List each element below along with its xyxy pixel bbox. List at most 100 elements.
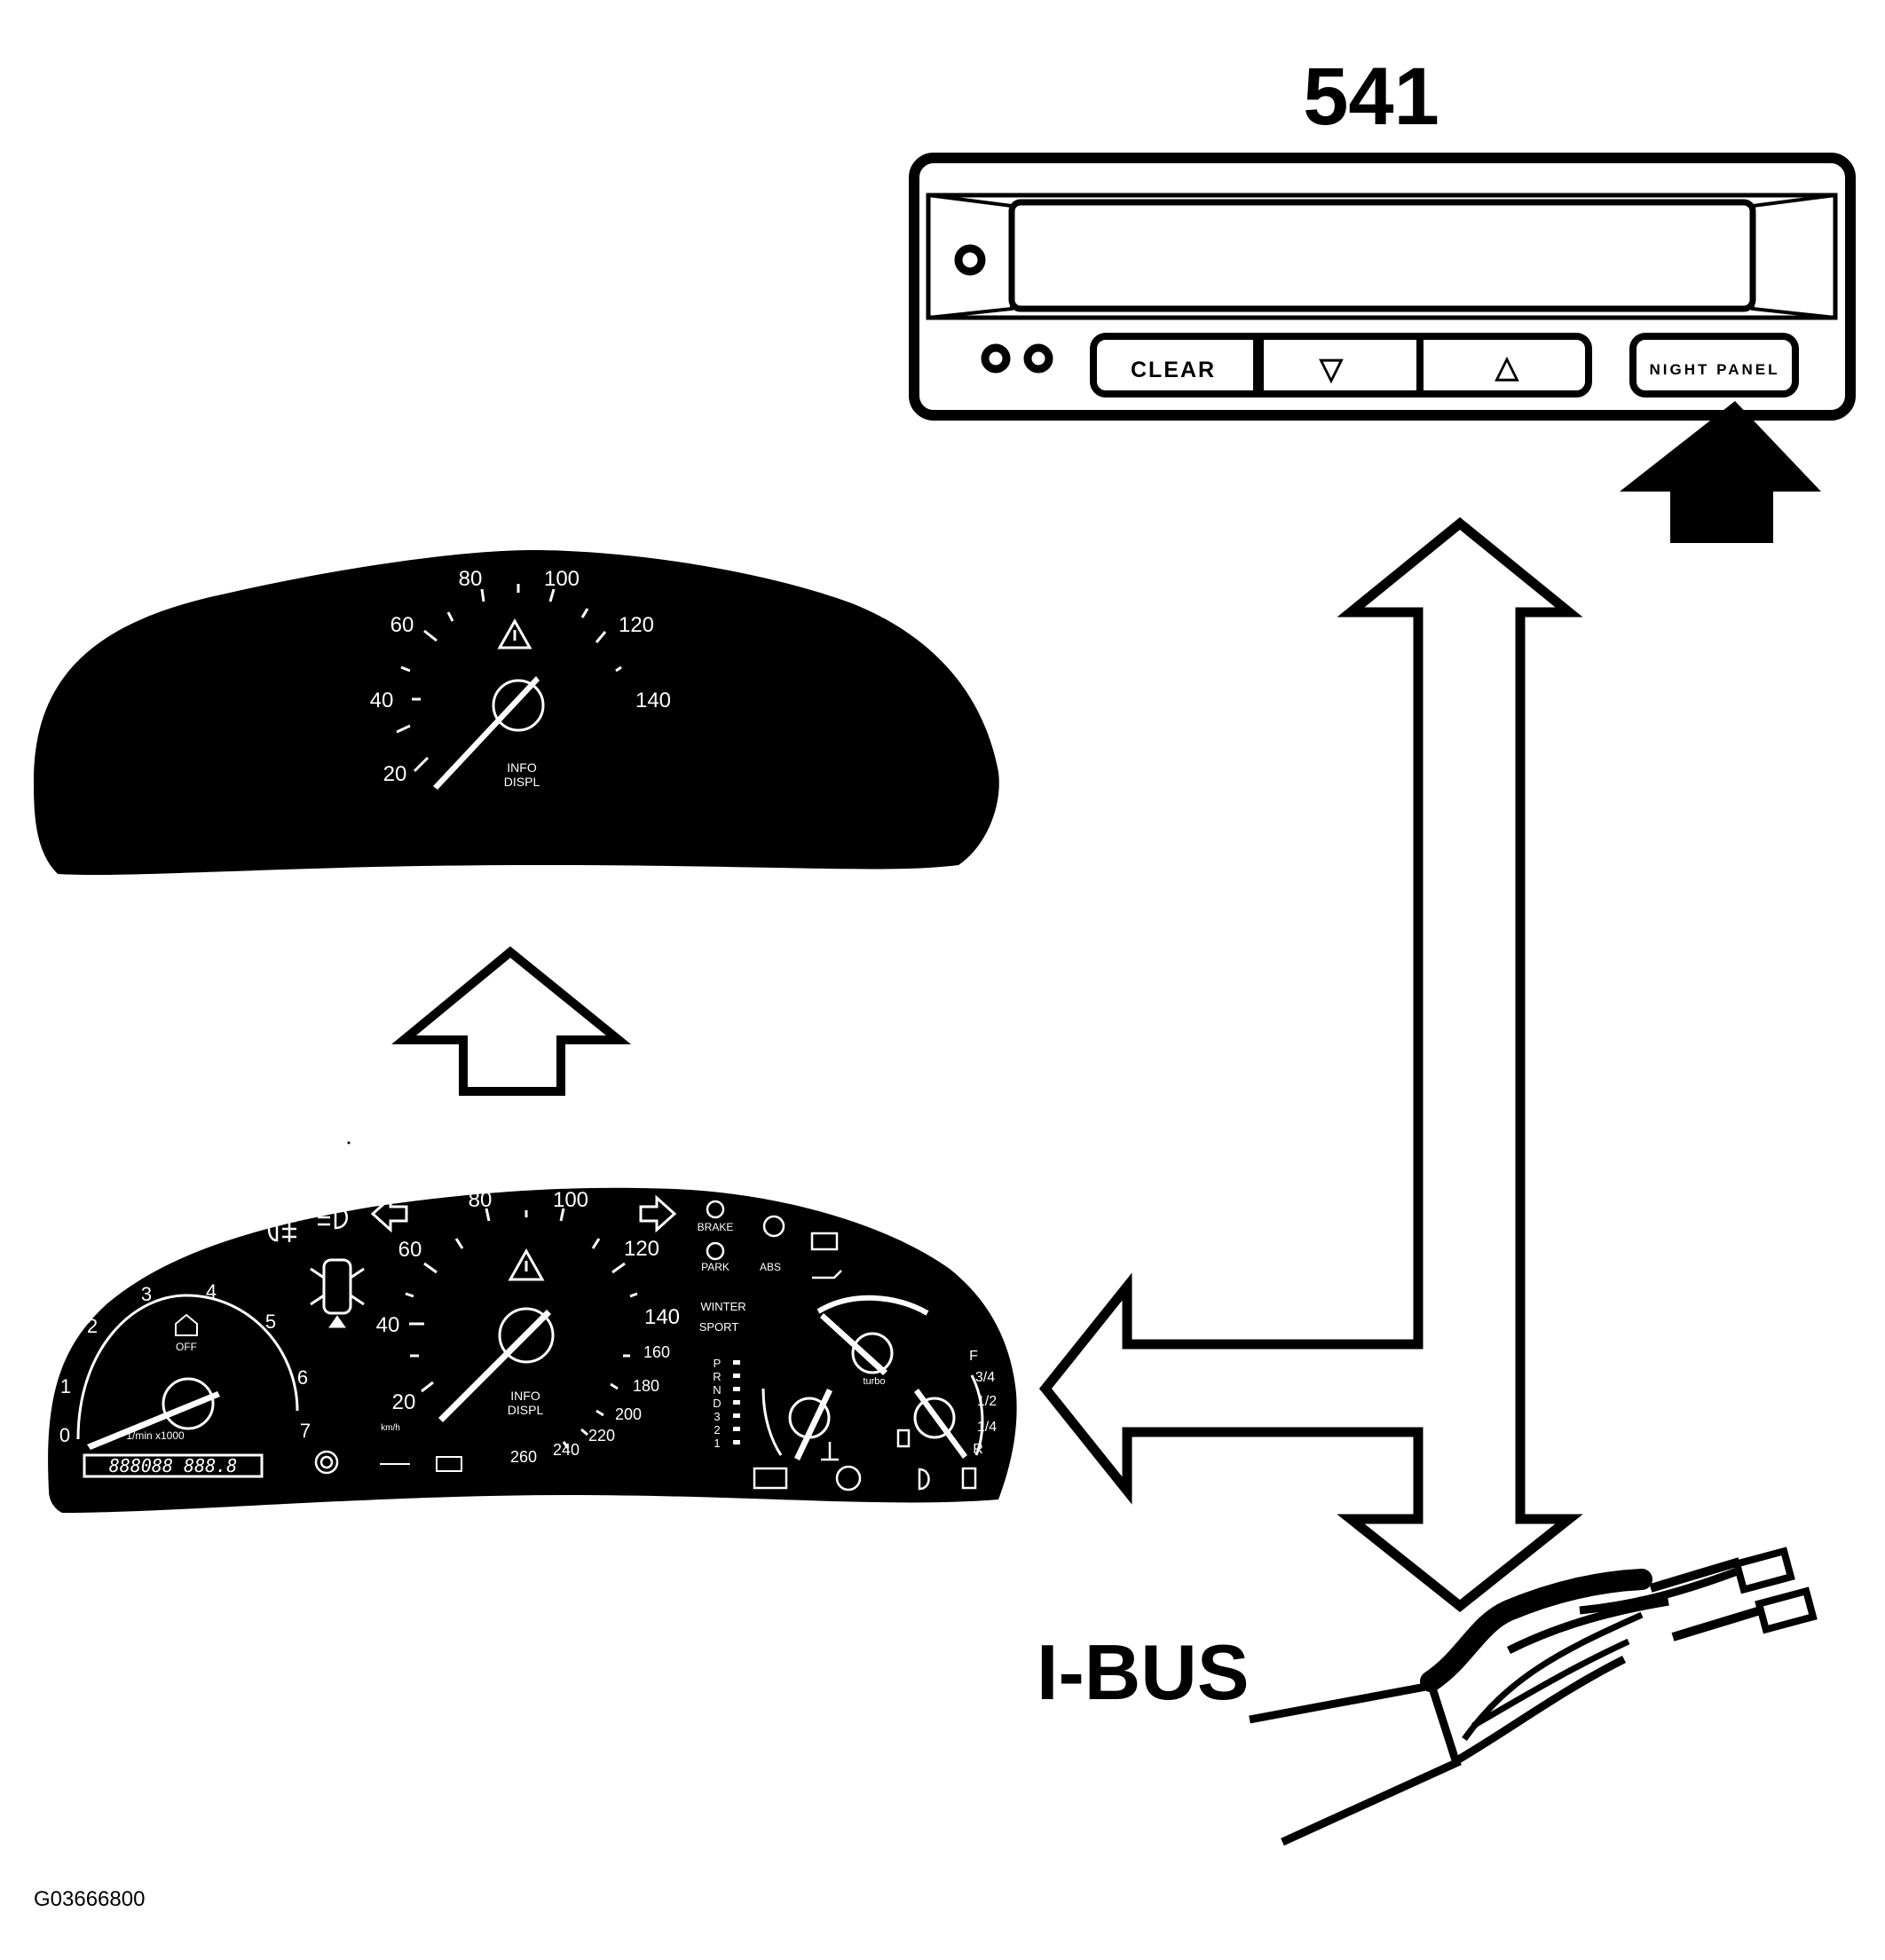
- speed-label-40: 40: [376, 1313, 400, 1337]
- night-speed-label-60: 60: [390, 613, 414, 637]
- night-needle-hub: [492, 679, 545, 732]
- sport-label: SPORT: [699, 1320, 739, 1334]
- odometer-box: [83, 1453, 264, 1478]
- night-panel-cluster: [34, 550, 999, 876]
- speed-label-20: 20: [392, 1390, 416, 1414]
- abs-icon: [762, 1215, 785, 1238]
- rpm-label-1: 1: [60, 1375, 71, 1397]
- winter-label: WINTER: [700, 1300, 745, 1313]
- brake-wear-icon: [835, 1465, 862, 1492]
- fuel-pump-icon: [961, 1467, 977, 1490]
- engine-off-icon: [175, 1313, 198, 1336]
- gear-n: N: [713, 1383, 721, 1397]
- engine-check-icon: [753, 1467, 788, 1490]
- gear-r: R: [713, 1370, 721, 1383]
- abs-label: ABS: [760, 1261, 781, 1273]
- rpm-label-0: 0: [59, 1424, 70, 1446]
- fog-light-icon: [267, 1216, 296, 1242]
- sid-led-right: [1023, 343, 1053, 374]
- speed-label-200: 200: [615, 1405, 642, 1423]
- bus-double-arrow-icon: [1038, 516, 1583, 1613]
- rpm-label-6: 6: [297, 1366, 308, 1389]
- engine-off-label: OFF: [176, 1341, 197, 1353]
- gear-3: 3: [714, 1410, 720, 1423]
- up-hollow-arrow-icon: [391, 946, 632, 1096]
- speed-unit: km/h: [381, 1423, 400, 1433]
- sid-display-unit: [909, 153, 1856, 421]
- service-icon: [314, 1450, 339, 1475]
- press-arrow-icon: [1620, 401, 1821, 543]
- displ-label: DISPL: [508, 1403, 544, 1417]
- speed-label-120: 120: [624, 1237, 659, 1261]
- night-speed-label-80: 80: [459, 567, 483, 591]
- gear-p: P: [714, 1357, 722, 1370]
- high-beam-icon: [318, 1205, 348, 1230]
- gear-1: 1: [714, 1437, 720, 1450]
- turbo-needle: [820, 1313, 887, 1375]
- fuel-label-3-4: 3/4: [975, 1370, 995, 1385]
- night-speed-label-20: 20: [383, 762, 407, 786]
- warning-triangle-icon-2: [508, 1248, 545, 1281]
- night-speed-label-140: 140: [635, 689, 671, 712]
- clear-button[interactable]: CLEAR: [1131, 358, 1216, 382]
- speed-label-60: 60: [398, 1238, 422, 1262]
- up-button[interactable]: △: [1495, 350, 1519, 384]
- oil-icon: [812, 1270, 842, 1279]
- speed-label-80: 80: [469, 1188, 493, 1212]
- fuel-needle: [914, 1389, 967, 1459]
- tach-needle: [87, 1391, 220, 1450]
- night-speed-label-40: 40: [370, 689, 394, 712]
- gear-2: 2: [714, 1423, 720, 1437]
- rpm-label-5: 5: [265, 1311, 276, 1333]
- temp-needle: [794, 1389, 832, 1460]
- night-speed-label-100: 100: [544, 567, 580, 591]
- brake-icon: [706, 1200, 725, 1219]
- speed-needle: [438, 1310, 551, 1422]
- brake-label: BRAKE: [698, 1221, 734, 1233]
- full-instrument-cluster: [48, 1187, 1017, 1513]
- fuel-icon-small: [896, 1429, 911, 1448]
- rpm-unit: 1/min x1000: [126, 1429, 185, 1442]
- warning-triangle-icon: [497, 618, 532, 649]
- speed-label-260: 260: [510, 1448, 537, 1466]
- headlight-icon: [918, 1468, 930, 1491]
- fuel-label-1-4: 1/4: [977, 1420, 997, 1435]
- fuel-label-1-2: 1/2: [977, 1394, 997, 1409]
- figure-code: G03666800: [34, 1887, 145, 1911]
- down-button[interactable]: ▽: [1319, 352, 1344, 386]
- unit-number-title: 541: [1303, 51, 1439, 142]
- night-speed-label-120: 120: [619, 613, 654, 637]
- battery-icon: [810, 1232, 839, 1251]
- door-ajar-icon: [310, 1258, 365, 1328]
- turn-left-icon: [370, 1194, 408, 1233]
- sid-led-left: [981, 343, 1011, 374]
- speed-label-180: 180: [633, 1377, 659, 1395]
- speed-label-240: 240: [553, 1441, 580, 1459]
- speck: [347, 1141, 351, 1145]
- trip-reset-icon: [436, 1456, 462, 1472]
- night-panel-button[interactable]: NIGHT PANEL: [1650, 361, 1780, 378]
- night-info-label: INFO: [507, 760, 537, 775]
- turbo-label: turbo: [863, 1376, 885, 1387]
- park-label: PARK: [701, 1261, 730, 1273]
- odometer-readout: 888088 888.8: [109, 1455, 238, 1476]
- sid-screen: [1008, 199, 1756, 312]
- speed-label-160: 160: [643, 1343, 670, 1361]
- night-speed-needle: [433, 676, 540, 790]
- night-displ-label: DISPL: [504, 775, 540, 789]
- fuel-label-r: R: [973, 1442, 983, 1457]
- speed-label-220: 220: [588, 1427, 615, 1444]
- rpm-label-3: 3: [141, 1283, 152, 1305]
- bus-label: I-BUS: [1037, 1628, 1250, 1716]
- gear-d: D: [713, 1397, 721, 1410]
- rpm-label-4: 4: [206, 1280, 217, 1303]
- coolant-icon: [821, 1442, 839, 1461]
- info-label: INFO: [510, 1389, 540, 1403]
- rpm-label-2: 2: [87, 1315, 98, 1337]
- sid-knob[interactable]: [954, 244, 986, 276]
- rpm-label-7: 7: [300, 1420, 311, 1442]
- park-icon: [706, 1241, 725, 1261]
- connector-icon: [1249, 1547, 1818, 1846]
- turn-right-icon: [639, 1194, 677, 1233]
